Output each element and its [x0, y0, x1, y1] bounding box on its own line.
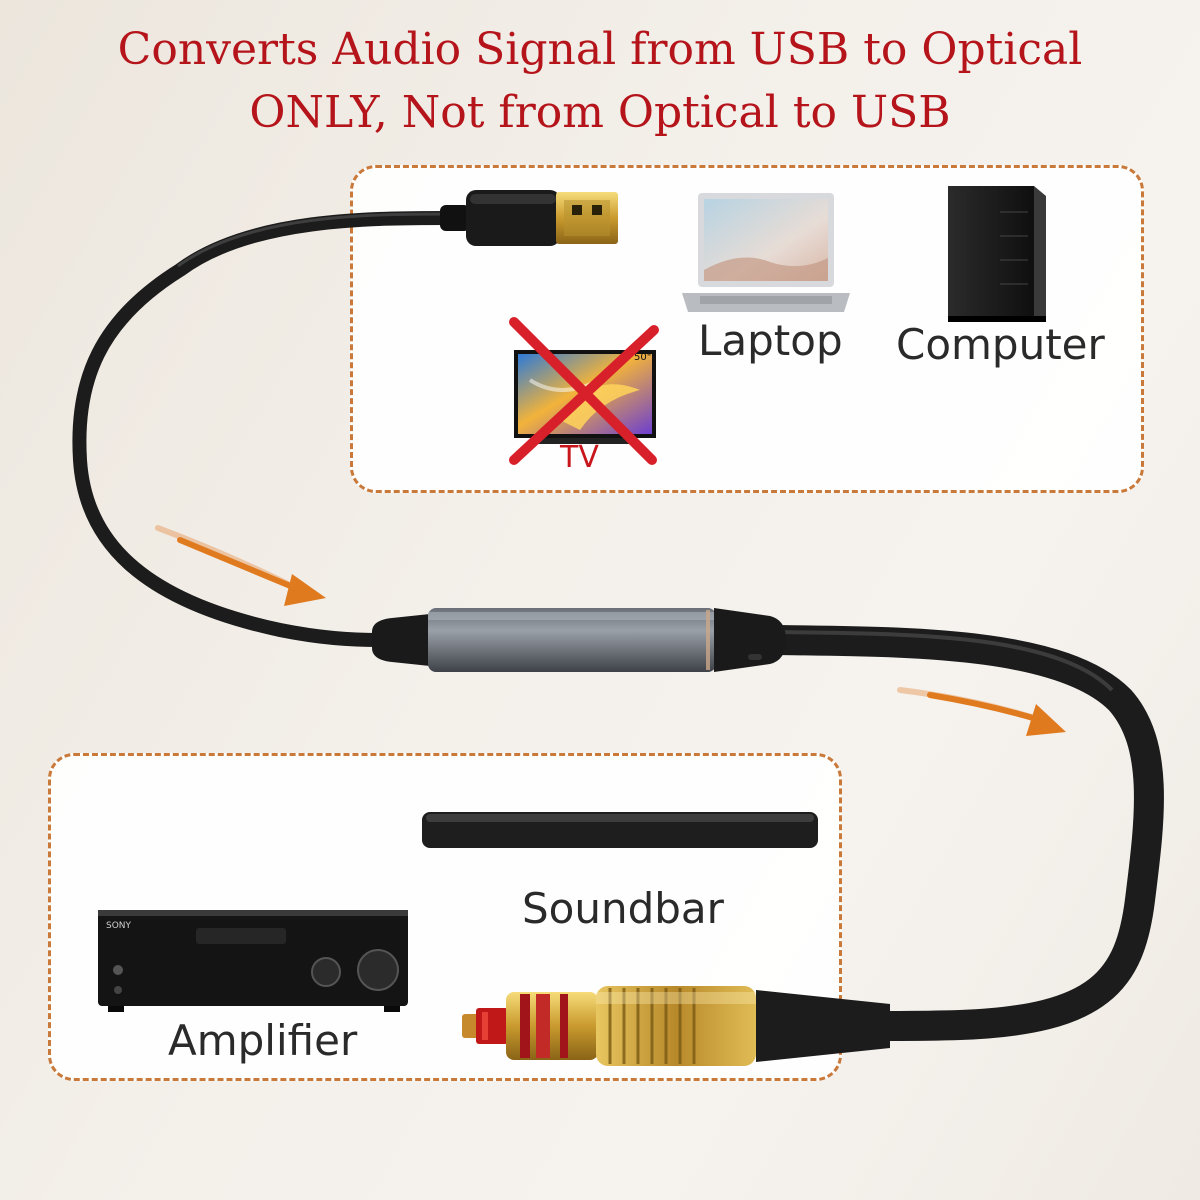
- laptop-label: Laptop: [698, 316, 843, 365]
- tv-badge: 50": [634, 352, 651, 363]
- laptop-icon: [682, 193, 850, 312]
- amplifier-label: Amplifier: [168, 1016, 358, 1065]
- direction-arrow-icon: [155, 525, 326, 606]
- headline-line-1: Converts Audio Signal from USB to Optica…: [117, 24, 1083, 75]
- direction-arrow-icon: [897, 687, 1066, 736]
- soundbar-icon: [422, 812, 818, 848]
- amplifier-icon: SONY: [98, 910, 408, 1012]
- cable-lower: [765, 625, 1164, 1041]
- optical-plug-icon: [462, 986, 890, 1066]
- computer-label: Computer: [896, 320, 1105, 369]
- headline-line-2: ONLY, Not from Optical to USB: [249, 87, 951, 138]
- amp-brand: SONY: [106, 921, 132, 931]
- headline: Converts Audio Signal from USB to Optica…: [0, 18, 1200, 144]
- tv-label: TV: [560, 440, 599, 475]
- computer-tower-icon: [948, 186, 1046, 322]
- red-cross-icon: [509, 317, 659, 465]
- usb-plug-icon: [440, 190, 618, 246]
- cable-upper: [72, 211, 457, 647]
- soundbar-label: Soundbar: [522, 884, 724, 933]
- converter-dongle: [372, 608, 786, 672]
